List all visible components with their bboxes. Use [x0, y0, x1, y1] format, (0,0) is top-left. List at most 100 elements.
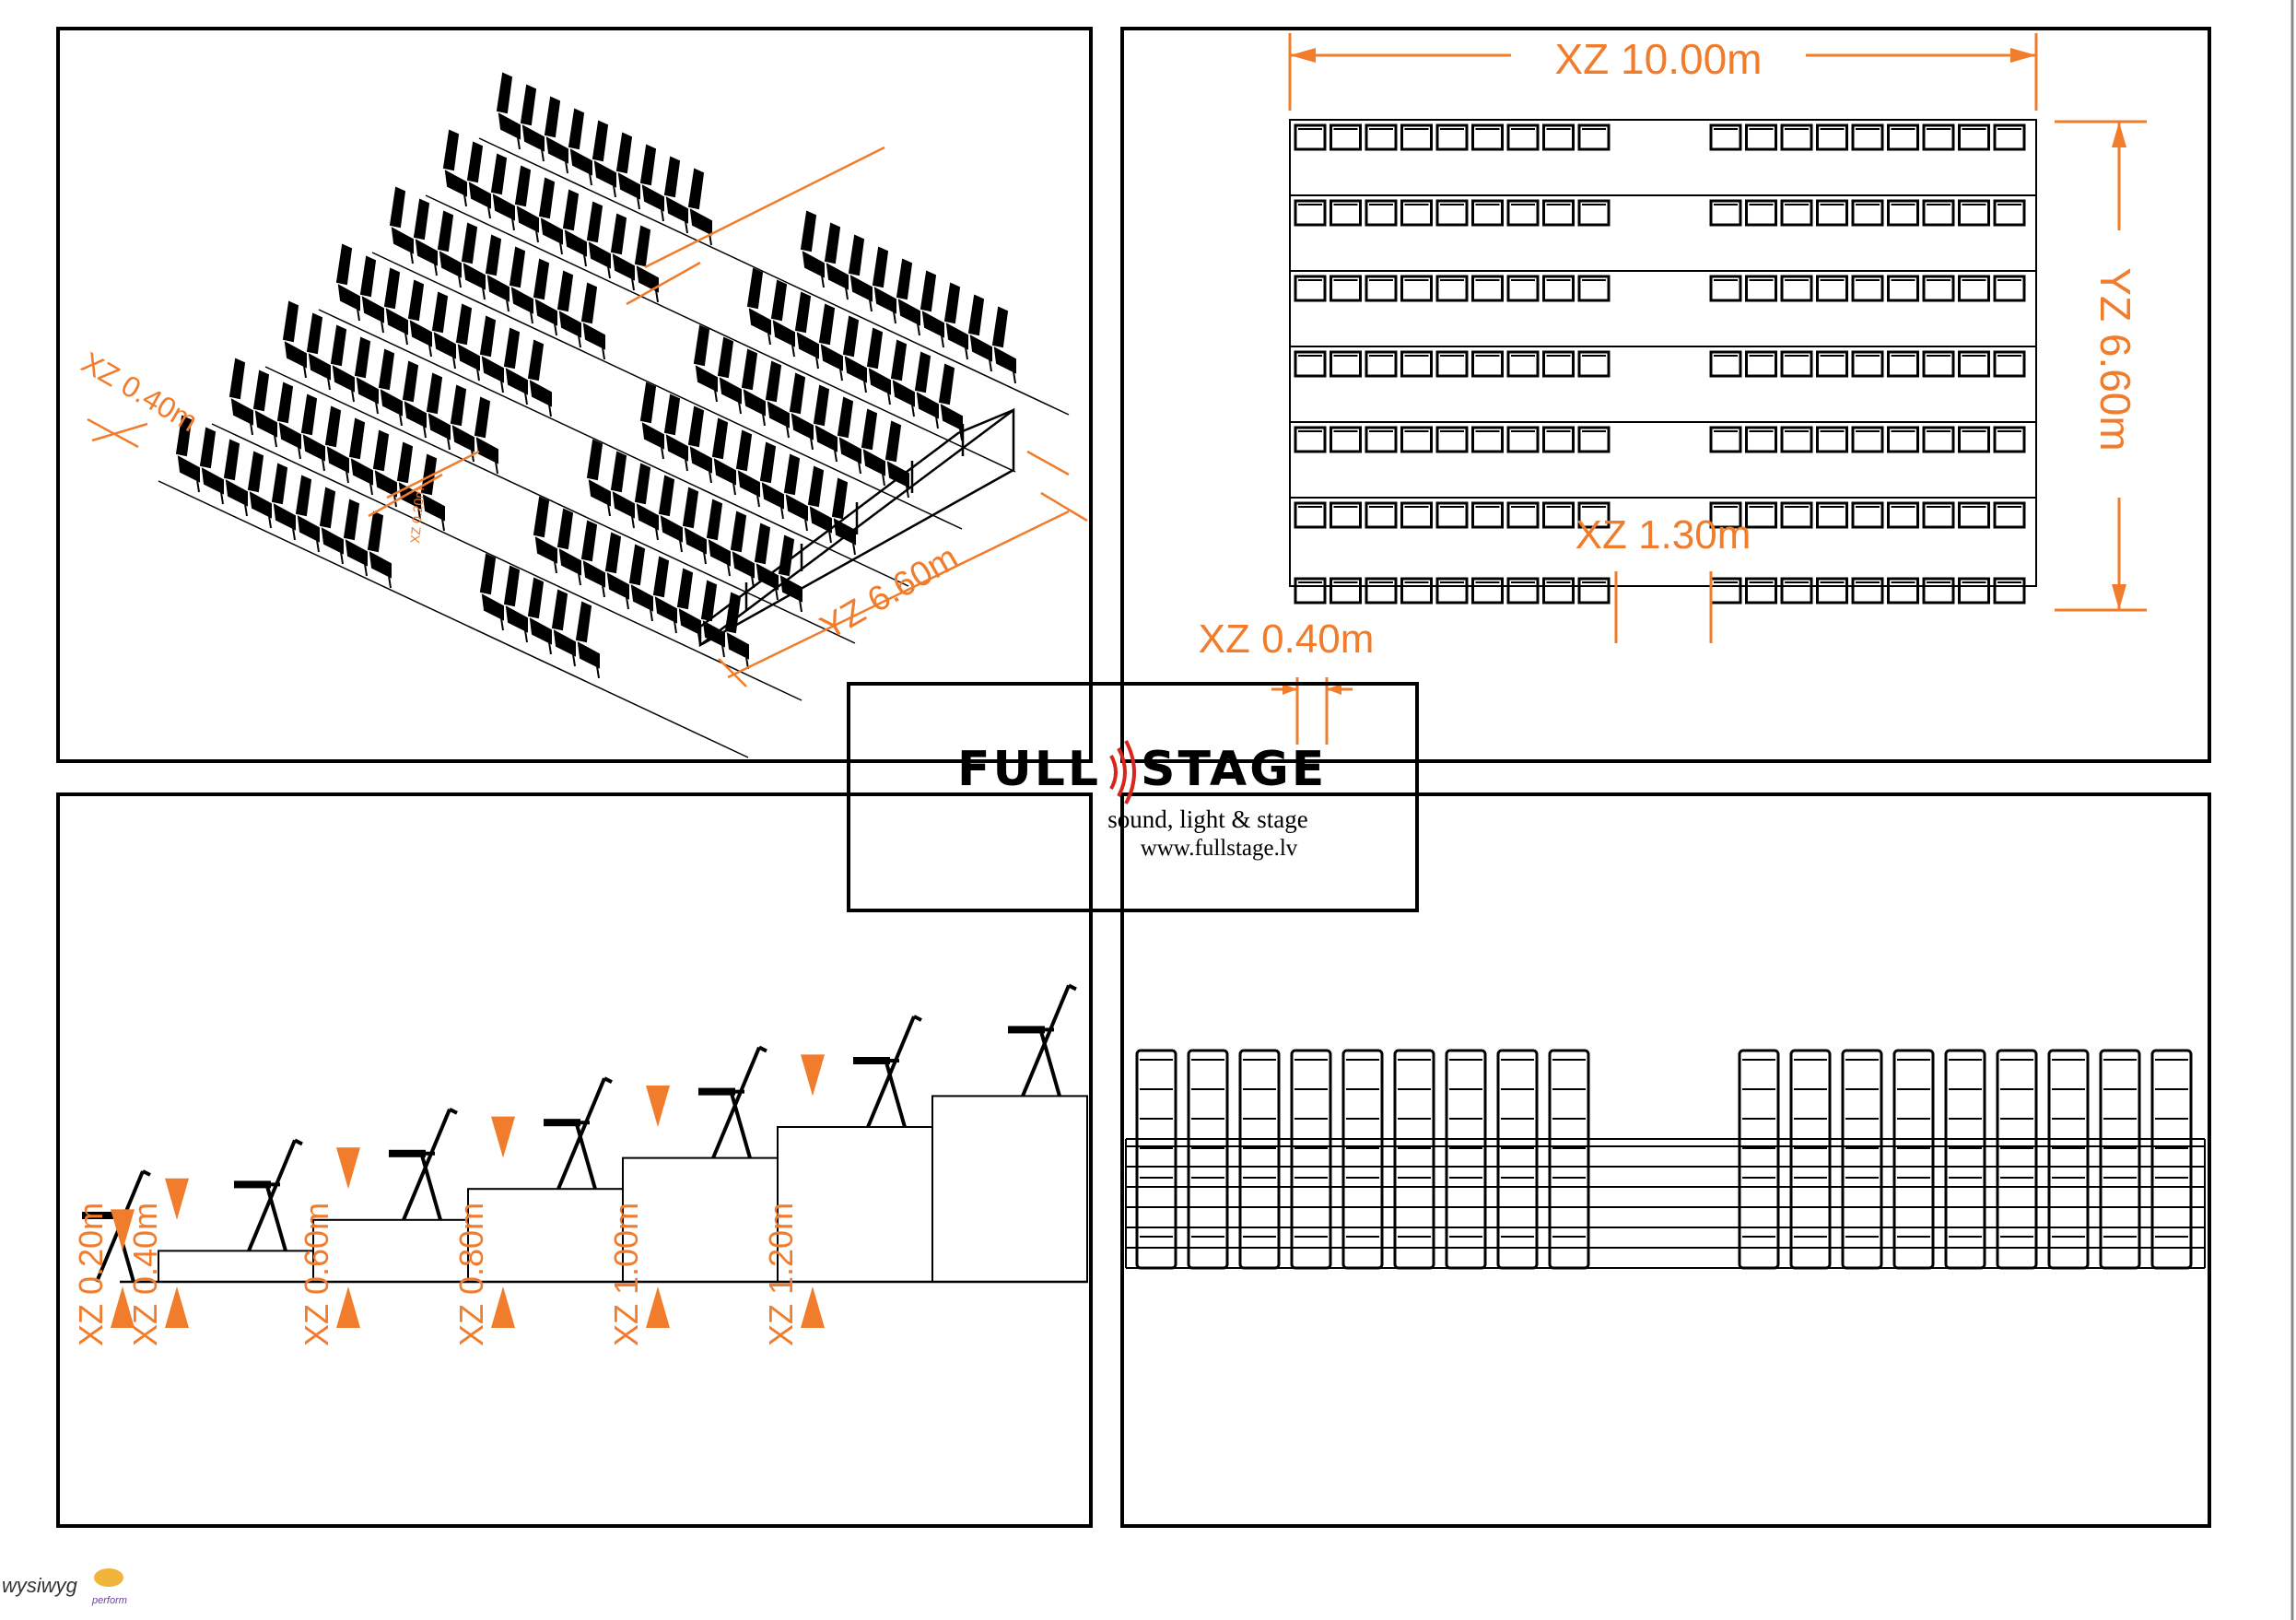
iso-chair — [450, 384, 474, 463]
iso-chair — [837, 396, 861, 475]
iso-chair — [938, 363, 963, 441]
title-block: FULL STAGE sound, light & stage www.full… — [847, 682, 1419, 912]
iso-chair — [556, 270, 581, 348]
iso-chair — [711, 417, 736, 496]
top-seat — [1958, 275, 1990, 302]
front-chair-column — [1341, 1049, 1384, 1270]
iso-chair — [634, 463, 659, 541]
top-seat — [1435, 123, 1469, 151]
top-seat — [1780, 199, 1813, 227]
iso-chair — [580, 282, 605, 360]
top-aisle-dimension — [1614, 571, 1713, 643]
top-seat — [1577, 577, 1611, 605]
top-seat — [1816, 275, 1848, 302]
top-seat-label: XZ 0.40m — [1199, 616, 1375, 662]
top-seat — [1365, 199, 1398, 227]
iso-chair — [652, 556, 677, 634]
front-chair-column — [1738, 1049, 1780, 1270]
side-chair-seat — [698, 1087, 735, 1096]
iso-chair — [503, 327, 528, 405]
top-width-label: XZ 10.00m — [1555, 35, 1763, 83]
iso-chair — [223, 439, 248, 517]
top-seat — [1506, 123, 1540, 151]
front-chair-column — [2047, 1049, 2090, 1270]
iso-chair — [818, 303, 843, 382]
top-seat — [1330, 275, 1362, 302]
iso-chair — [896, 258, 920, 336]
iso-chair — [466, 141, 491, 219]
iso-chair — [759, 441, 784, 520]
top-seat — [1506, 501, 1540, 529]
top-seat — [1471, 123, 1504, 151]
top-seat — [1709, 426, 1742, 453]
iso-chair — [533, 496, 557, 574]
iso-chair — [861, 408, 885, 487]
iso-chair — [306, 312, 331, 391]
top-seat — [1780, 577, 1813, 605]
top-seat — [1993, 199, 2026, 227]
top-seat — [1780, 501, 1813, 529]
top-seat — [1887, 199, 1919, 227]
top-seat — [1577, 275, 1611, 302]
top-seat — [1577, 501, 1611, 529]
top-seat — [1709, 501, 1742, 529]
top-seat — [1294, 123, 1327, 151]
top-seat — [1709, 123, 1742, 151]
side-dim-arrow-down — [111, 1209, 135, 1251]
iso-chair — [300, 393, 325, 472]
viewport-iso — [56, 27, 1093, 763]
logo-word-left: FULL — [957, 742, 1101, 797]
top-seat — [1542, 501, 1575, 529]
top-seat — [1922, 275, 1955, 302]
logo-word-right: STAGE — [1141, 742, 1327, 797]
iso-chair — [490, 153, 515, 231]
iso-chair — [383, 267, 408, 346]
top-seat — [1816, 426, 1848, 453]
front-chair-column — [1841, 1049, 1883, 1270]
top-seat — [1780, 275, 1813, 302]
iso-chair — [276, 382, 301, 460]
top-seat — [1365, 350, 1398, 378]
iso-chair — [604, 532, 629, 610]
top-view: XZ 10.00m YZ 6.60m XZ 1.30m XZ 0.40m — [1199, 33, 2147, 745]
top-seat — [1958, 577, 1990, 605]
iso-chair — [586, 201, 611, 279]
iso-chair — [575, 601, 600, 679]
top-width-dimension — [1288, 33, 2038, 111]
iso-chair — [354, 336, 379, 415]
iso-chair — [335, 243, 360, 322]
front-chair-column — [1238, 1049, 1281, 1270]
top-seat — [1993, 426, 2026, 453]
top-seat — [1816, 350, 1848, 378]
iso-chair — [544, 96, 568, 174]
top-seat — [1400, 275, 1433, 302]
iso-chair — [359, 255, 384, 334]
top-seat — [1745, 501, 1777, 529]
side-chair — [857, 1015, 922, 1128]
iso-chair — [783, 453, 808, 532]
top-seat — [1851, 275, 1884, 302]
front-chair-backs — [1135, 1049, 2193, 1270]
top-aisle-label: XZ 1.30m — [1576, 512, 1751, 558]
iso-seat-rows — [158, 72, 1070, 758]
iso-chair — [538, 177, 563, 255]
iso-chair — [807, 465, 832, 544]
side-dim-arrow-up — [491, 1286, 515, 1328]
side-step-blocks — [158, 1095, 1088, 1284]
top-seat — [1851, 123, 1884, 151]
iso-chair — [746, 267, 771, 346]
iso-chair — [914, 351, 939, 429]
iso-chair — [252, 370, 277, 448]
iso-chair — [800, 210, 825, 288]
iso-chair — [778, 534, 802, 613]
front-chair-column — [1445, 1049, 1487, 1270]
iso-chair — [615, 132, 640, 210]
iso-chair — [389, 186, 414, 264]
iso-chair — [378, 348, 403, 427]
side-chair — [702, 1045, 767, 1159]
iso-chair — [199, 427, 224, 505]
iso-chair — [663, 393, 688, 472]
iso-chair — [551, 589, 576, 667]
iso-chair — [920, 270, 944, 348]
top-seat — [1435, 501, 1469, 529]
